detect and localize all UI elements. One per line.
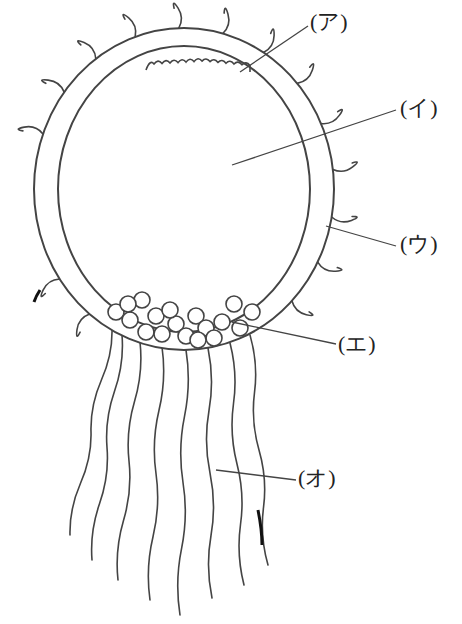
cilium: [297, 64, 313, 84]
part-label: (エ): [338, 332, 376, 356]
cilium: [332, 216, 357, 221]
leader-line: [232, 110, 396, 165]
leader-line: [326, 226, 396, 246]
flagellum: [117, 342, 141, 580]
flagellum: [148, 347, 163, 600]
granule: [138, 324, 154, 340]
part-label: (オ): [298, 466, 336, 490]
leader-line: [216, 470, 296, 480]
flagellum: [178, 350, 189, 615]
flagellum: [92, 335, 123, 560]
flagellum: [206, 348, 213, 598]
granule: [190, 332, 206, 348]
flagella: [70, 328, 268, 615]
cilium: [264, 29, 275, 52]
cilium: [18, 127, 43, 134]
granule: [214, 314, 230, 330]
flagellum: [230, 343, 244, 585]
outer-membrane: [34, 28, 334, 350]
cilium: [333, 162, 357, 171]
cilium: [77, 314, 90, 336]
leader-line: [240, 26, 308, 72]
flagellum: [250, 335, 268, 565]
cilium: [173, 3, 181, 28]
granule: [162, 302, 178, 318]
part-label: (ウ): [400, 232, 438, 256]
flagellum: [70, 328, 112, 535]
leader-line: [232, 322, 336, 344]
granule: [122, 312, 138, 328]
flagellum-mark: [258, 510, 262, 545]
granule: [206, 330, 222, 346]
cilium: [41, 279, 60, 296]
cilium: [123, 14, 136, 36]
part-label: (イ): [400, 96, 438, 120]
cilium: [292, 301, 313, 316]
granule: [154, 326, 170, 342]
part-label: (ア): [310, 10, 348, 34]
granule: [226, 296, 242, 312]
granules: [108, 292, 260, 348]
inner-membrane: [58, 46, 310, 332]
cilium: [42, 80, 64, 92]
cilium: [78, 41, 96, 59]
cilium: [318, 262, 342, 271]
cilium: [223, 8, 229, 33]
wavy-structure: [146, 59, 250, 72]
granule: [244, 304, 260, 320]
granule: [120, 296, 136, 312]
cilium-mark: [34, 290, 40, 302]
cilium: [321, 110, 342, 124]
leader-lines: [216, 26, 396, 480]
